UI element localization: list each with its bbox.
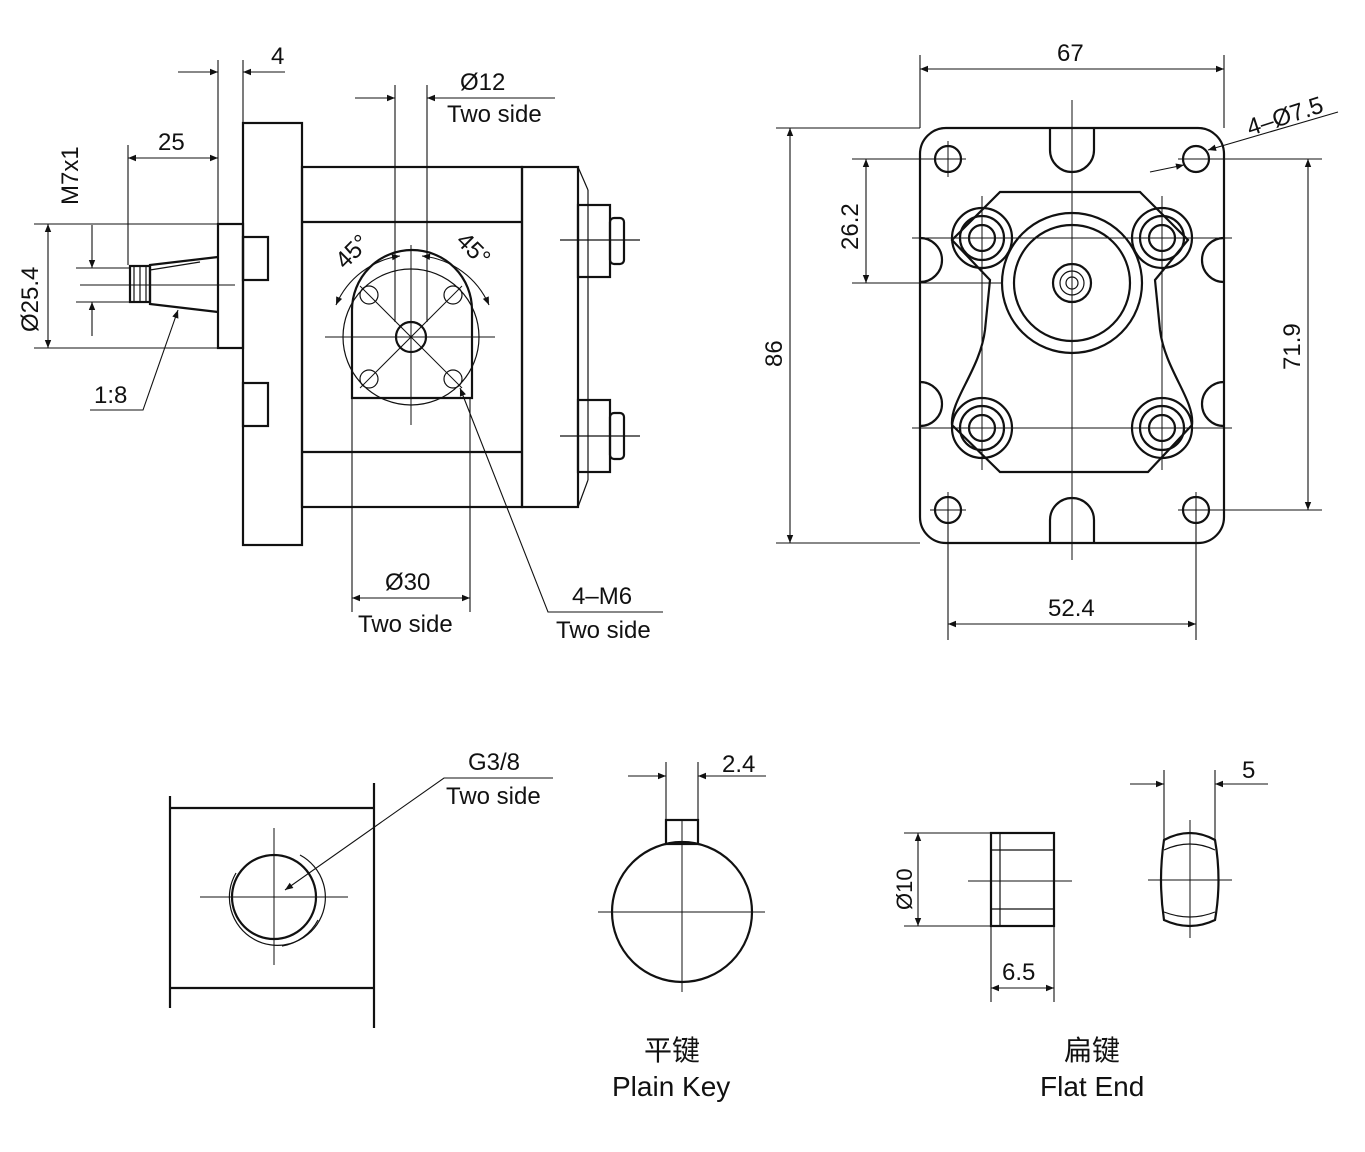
flat-end-cn: 扁键 bbox=[1064, 1034, 1120, 1067]
two-side-b: Two side bbox=[358, 611, 453, 638]
plain-key-en: Plain Key bbox=[612, 1071, 730, 1102]
dim-d254-label: Ø25.4 bbox=[17, 267, 44, 332]
dim-g38-label: G3/8 bbox=[468, 749, 520, 776]
flat-end-profile bbox=[1159, 831, 1220, 928]
dim-d12-label: Ø12 bbox=[460, 69, 505, 96]
dim-d10-label: Ø10 bbox=[892, 868, 917, 910]
rear-bolt-bottom bbox=[560, 398, 640, 474]
dim-18-label: 1:8 bbox=[94, 382, 127, 409]
rear-bolt-top bbox=[560, 203, 640, 279]
dim-524-label: 52.4 bbox=[1048, 595, 1095, 622]
dim-262-label: 26.2 bbox=[837, 203, 864, 250]
dim-5-label: 5 bbox=[1242, 757, 1255, 784]
port-view: G3/8 Two side bbox=[168, 749, 553, 1028]
dim-65-label: 6.5 bbox=[1002, 959, 1035, 986]
rear-cover bbox=[520, 165, 580, 509]
dim-d30-label: Ø30 bbox=[385, 569, 430, 596]
flat-end-en: Flat End bbox=[1040, 1071, 1144, 1102]
dim-4-label: 4 bbox=[271, 43, 284, 70]
plain-key-view: 2.4 平键 Plain Key bbox=[598, 751, 766, 1102]
dim-m7-label: M7x1 bbox=[57, 146, 84, 205]
mounting-flange bbox=[241, 121, 304, 547]
dim-4m6-label: 4–M6 bbox=[572, 583, 632, 610]
two-side-c: Two side bbox=[556, 617, 651, 644]
dim-25-label: 25 bbox=[158, 129, 185, 156]
plain-key-cn: 平键 bbox=[644, 1034, 700, 1067]
dim-24-label: 2.4 bbox=[722, 751, 755, 778]
side-view: 4 25 M7x1 Ø25.4 1:8 Ø12 Two side 45° 45° bbox=[17, 43, 663, 644]
two-side-a: Two side bbox=[447, 101, 542, 128]
dim-719-label: 71.9 bbox=[1279, 323, 1306, 370]
dim-86-label: 86 bbox=[761, 340, 788, 367]
two-side-d: Two side bbox=[446, 783, 541, 810]
dim-4d75-label: 4–Ø7.5 bbox=[1244, 92, 1327, 142]
flange-pilot bbox=[216, 222, 245, 350]
front-view: 67 4–Ø7.5 26.2 86 71.9 52.4 bbox=[761, 40, 1339, 640]
port-face bbox=[350, 248, 474, 400]
flat-end-side bbox=[989, 831, 1056, 928]
flat-end-view: Ø10 6.5 5 扁键 Flat End bbox=[892, 757, 1268, 1102]
angle-45-right: 45° bbox=[451, 227, 496, 272]
dim-67-label: 67 bbox=[1057, 40, 1084, 67]
